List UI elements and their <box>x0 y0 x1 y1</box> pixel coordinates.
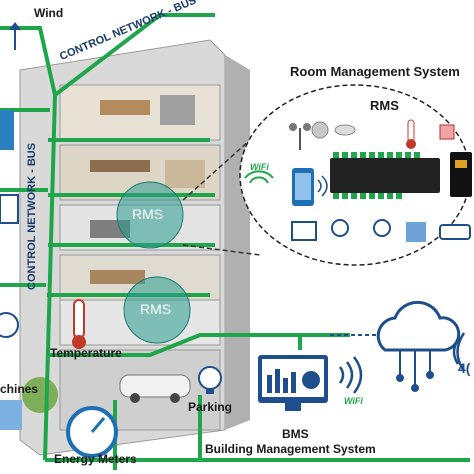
side-device-icon-2 <box>0 194 19 224</box>
control-bus-side-label: CONTROL NETWORK - BUS <box>26 142 38 290</box>
iot-partial-label: 4( <box>458 360 471 376</box>
rms-bubble-lower <box>123 276 191 344</box>
side-device-icon-1 <box>0 110 14 150</box>
monitor-icon <box>258 355 328 411</box>
wind-turbine-icon <box>9 22 21 50</box>
machines-label: chines <box>0 382 39 396</box>
rms-system-title: Room Management System <box>290 64 460 79</box>
bms-label: BMS <box>282 427 309 441</box>
anemometer-icon <box>289 123 311 150</box>
wireless-icon <box>452 332 466 372</box>
energy-meters-label: Energy Meters <box>54 452 137 466</box>
rms-bubble-lower-label: RMS <box>140 301 172 317</box>
motion-sensor-icon <box>311 121 329 139</box>
cloud-circuit-icon <box>376 300 461 392</box>
lightbulb-icon <box>331 219 349 237</box>
machine-icon <box>0 400 22 430</box>
air-conditioner-icon <box>439 224 471 240</box>
lightbulb-icon <box>0 312 19 338</box>
pump-icon <box>406 222 426 242</box>
smoke-detector-icon <box>334 124 356 136</box>
wifi-signal-icon <box>338 356 363 394</box>
dimmer-bulb-icon <box>373 219 391 237</box>
wifi-bms-label: WiFi <box>344 396 363 406</box>
wind-label: Wind <box>34 6 64 20</box>
bms-full-label: Building Management System <box>205 442 376 456</box>
parking-label: Parking <box>188 400 233 414</box>
rms-bubble-upper <box>116 181 184 249</box>
smartphone-icon <box>292 168 328 206</box>
thermometer-icon <box>406 119 416 149</box>
energy-meter-icon <box>66 406 118 458</box>
wifi-icon <box>244 170 274 184</box>
parking-lamp-icon <box>198 366 222 394</box>
blind-icon <box>291 221 317 241</box>
temperature-label: Temperature <box>50 346 122 360</box>
alarm-icon <box>439 124 455 140</box>
controller-board-icon <box>330 152 472 199</box>
thermometer-icon <box>72 299 86 349</box>
wifi-panel-label: WiFi <box>250 162 269 172</box>
rms-panel-label: RMS <box>370 98 399 113</box>
rms-bubble-upper-label: RMS <box>132 206 164 222</box>
